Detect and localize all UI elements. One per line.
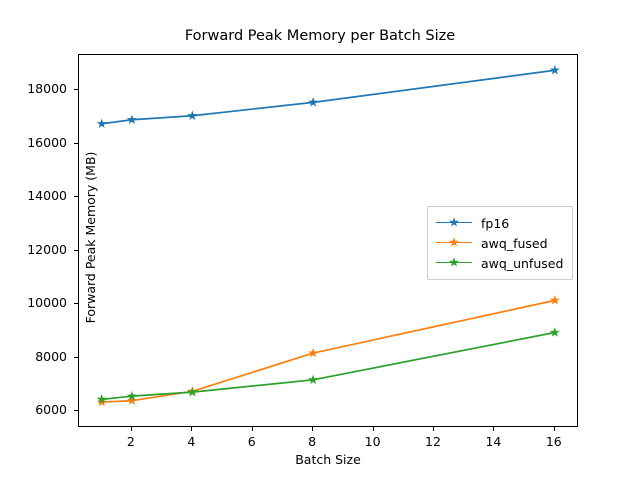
legend-star-icon: ★ (448, 255, 460, 271)
series-line (101, 331, 555, 401)
series-fp16 (96, 65, 560, 128)
x-tick-mark (553, 427, 555, 431)
legend-swatch-icon: ★ (436, 256, 472, 270)
data-point-marker (549, 295, 560, 305)
y-tick-label: 14000 (27, 188, 67, 204)
data-point-marker (308, 97, 319, 107)
x-tick-label: 12 (425, 434, 441, 449)
x-tick-label: 10 (364, 434, 381, 449)
data-point-marker (96, 396, 107, 407)
data-point-marker (187, 110, 198, 120)
x-tick-mark (130, 427, 132, 431)
y-tick-label: 8000 (35, 348, 67, 364)
chart-legend: ★ fp16 ★ awq_fused ★ awq_unfused (427, 206, 574, 280)
data-point-marker (308, 347, 319, 358)
x-tick-label: 6 (247, 434, 256, 449)
data-point-marker (187, 386, 198, 397)
y-tick-mark (74, 356, 78, 358)
x-tick-mark (191, 427, 193, 431)
data-point-marker (126, 390, 137, 401)
data-point-marker (549, 65, 560, 75)
series-line (101, 299, 556, 403)
y-tick-label: 10000 (27, 295, 67, 311)
x-tick-label: 2 (126, 434, 135, 449)
legend-swatch-icon: ★ (436, 236, 472, 250)
legend-label: awq_fused (481, 235, 548, 251)
x-tick-mark (312, 427, 314, 431)
y-tick-label: 18000 (27, 81, 67, 97)
data-point-marker (549, 327, 560, 337)
legend-label: awq_unfused (481, 255, 564, 271)
series-line (101, 69, 555, 125)
x-tick-label: 4 (187, 434, 196, 449)
y-tick-mark (74, 196, 78, 198)
legend-label: fp16 (481, 215, 510, 231)
plot-inner (79, 55, 577, 426)
x-tick-mark (251, 427, 253, 431)
chart-title: Forward Peak Memory per Batch Size (184, 28, 456, 44)
x-axis-label: Batch Size (295, 452, 361, 467)
data-point-marker (126, 395, 137, 405)
x-tick-label: 14 (485, 434, 502, 449)
legend-swatch-icon: ★ (436, 216, 472, 230)
y-tick-mark (74, 249, 78, 251)
legend-item-awq_unfused[interactable]: ★ awq_unfused (436, 253, 563, 273)
y-tick-mark (74, 142, 78, 144)
y-tick-mark (74, 89, 78, 91)
legend-line-icon (436, 242, 472, 243)
series-lines (96, 65, 560, 407)
data-point-marker (126, 114, 137, 124)
plot-axes (78, 54, 578, 427)
x-tick-label: 8 (308, 434, 317, 449)
legend-item-awq_fused[interactable]: ★ awq_fused (436, 233, 563, 253)
x-tick-mark (372, 427, 374, 431)
legend-line-icon (436, 222, 472, 223)
y-tick-label: 6000 (35, 402, 67, 418)
y-axis-label: Forward Peak Memory (MB) (83, 151, 98, 324)
legend-item-fp16[interactable]: ★ fp16 (436, 213, 563, 233)
x-tick-mark (433, 427, 434, 431)
series-awq_fused (96, 295, 560, 407)
x-tick-label: 16 (545, 434, 562, 449)
data-point-marker (96, 394, 107, 404)
data-point-marker (96, 118, 107, 128)
legend-star-icon: ★ (448, 235, 460, 251)
legend-star-icon: ★ (448, 215, 460, 231)
y-tick-mark (74, 303, 78, 305)
y-tick-label: 16000 (27, 134, 67, 150)
series-awq_unfused (96, 327, 560, 404)
y-tick-label: 12000 (27, 241, 67, 257)
x-tick-mark (493, 427, 495, 431)
y-tick-mark (74, 410, 78, 412)
data-point-marker (308, 374, 319, 385)
legend-line-icon (436, 262, 472, 263)
